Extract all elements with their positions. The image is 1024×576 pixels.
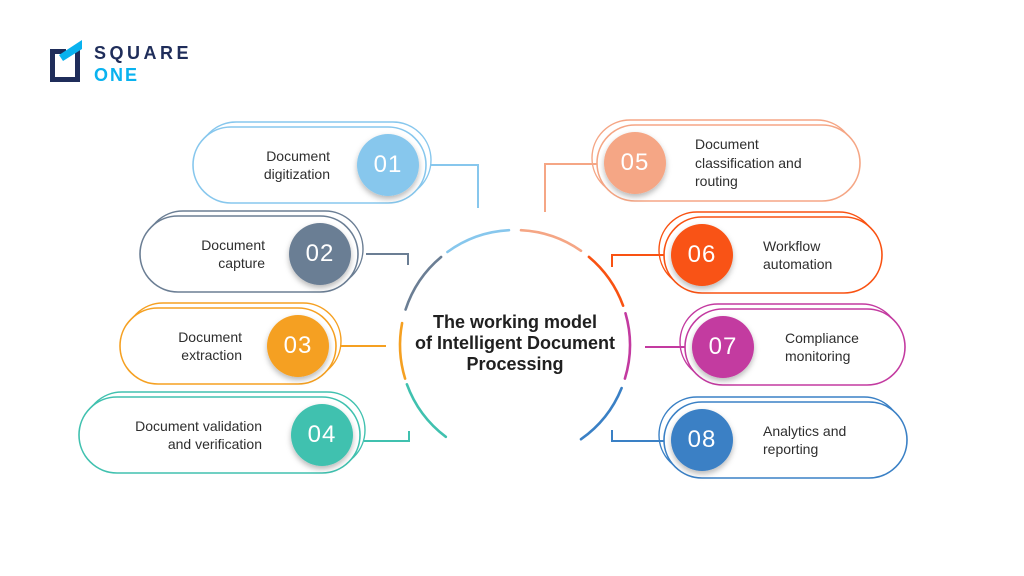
circle-08 [671, 409, 733, 471]
connector-02 [366, 253, 409, 265]
step-label-document-capture: Document capture [201, 236, 265, 272]
arc-04 [405, 383, 448, 439]
step-label-document-classification: Document classification and routing [695, 136, 802, 190]
circle-01 [357, 134, 419, 196]
connector-lines [340, 163, 691, 442]
circle-04 [291, 404, 353, 466]
step-number-04: 04 [307, 421, 337, 448]
step-circles [267, 132, 754, 471]
step-label-document-validation: Document validation and verification [135, 417, 262, 453]
pill-04 [78, 396, 361, 474]
step-label-document-digitization: Document digitization [263, 147, 330, 183]
circle-03 [267, 315, 329, 377]
connector-08 [611, 430, 666, 442]
step-label-workflow-automation: Workflow automation [763, 237, 833, 273]
step-number-01: 01 [373, 151, 403, 178]
center-circle-arcs [398, 228, 632, 441]
connector-01 [430, 164, 479, 208]
connector-06 [611, 254, 666, 267]
arc-05 [519, 228, 583, 253]
connector-05 [544, 163, 600, 212]
step-label-compliance-monitoring: Compliance monitoring [785, 329, 859, 365]
center-title-line1: The working model [432, 312, 597, 332]
circle-07 [692, 316, 754, 378]
arc-03 [398, 321, 407, 380]
arc-06 [587, 255, 625, 307]
circle-02 [289, 223, 351, 285]
center-title: The working model of Intelligent Documen… [390, 312, 640, 375]
logo-word-one: ONE [94, 65, 140, 85]
circle-05 [604, 132, 666, 194]
step-number-07: 07 [708, 333, 738, 360]
square-one-logo: SQUARE ONE [46, 40, 192, 86]
connector-04 [364, 431, 410, 442]
center-title-line2: of Intelligent Document [415, 333, 615, 353]
step-number-08: 08 [687, 426, 717, 453]
step-label-document-extraction: Document extraction [178, 328, 242, 364]
square-one-logo-icon [50, 40, 82, 82]
arc-01 [446, 228, 511, 254]
step-number-05: 05 [620, 149, 650, 176]
arc-07 [623, 312, 632, 380]
arc-02 [404, 255, 443, 311]
logo-wordmark: SQUARE ONE [94, 40, 192, 86]
pill-05 [596, 124, 861, 202]
center-title-line3: Processing [466, 354, 564, 374]
step-number-06: 06 [687, 241, 717, 268]
step-number-02: 02 [305, 240, 335, 267]
step-number-03: 03 [283, 332, 313, 359]
step-label-analytics-reporting: Analytics and reporting [763, 422, 847, 458]
circle-06 [671, 224, 733, 286]
arc-08 [579, 386, 623, 441]
logo-word-square: SQUARE [94, 43, 193, 63]
